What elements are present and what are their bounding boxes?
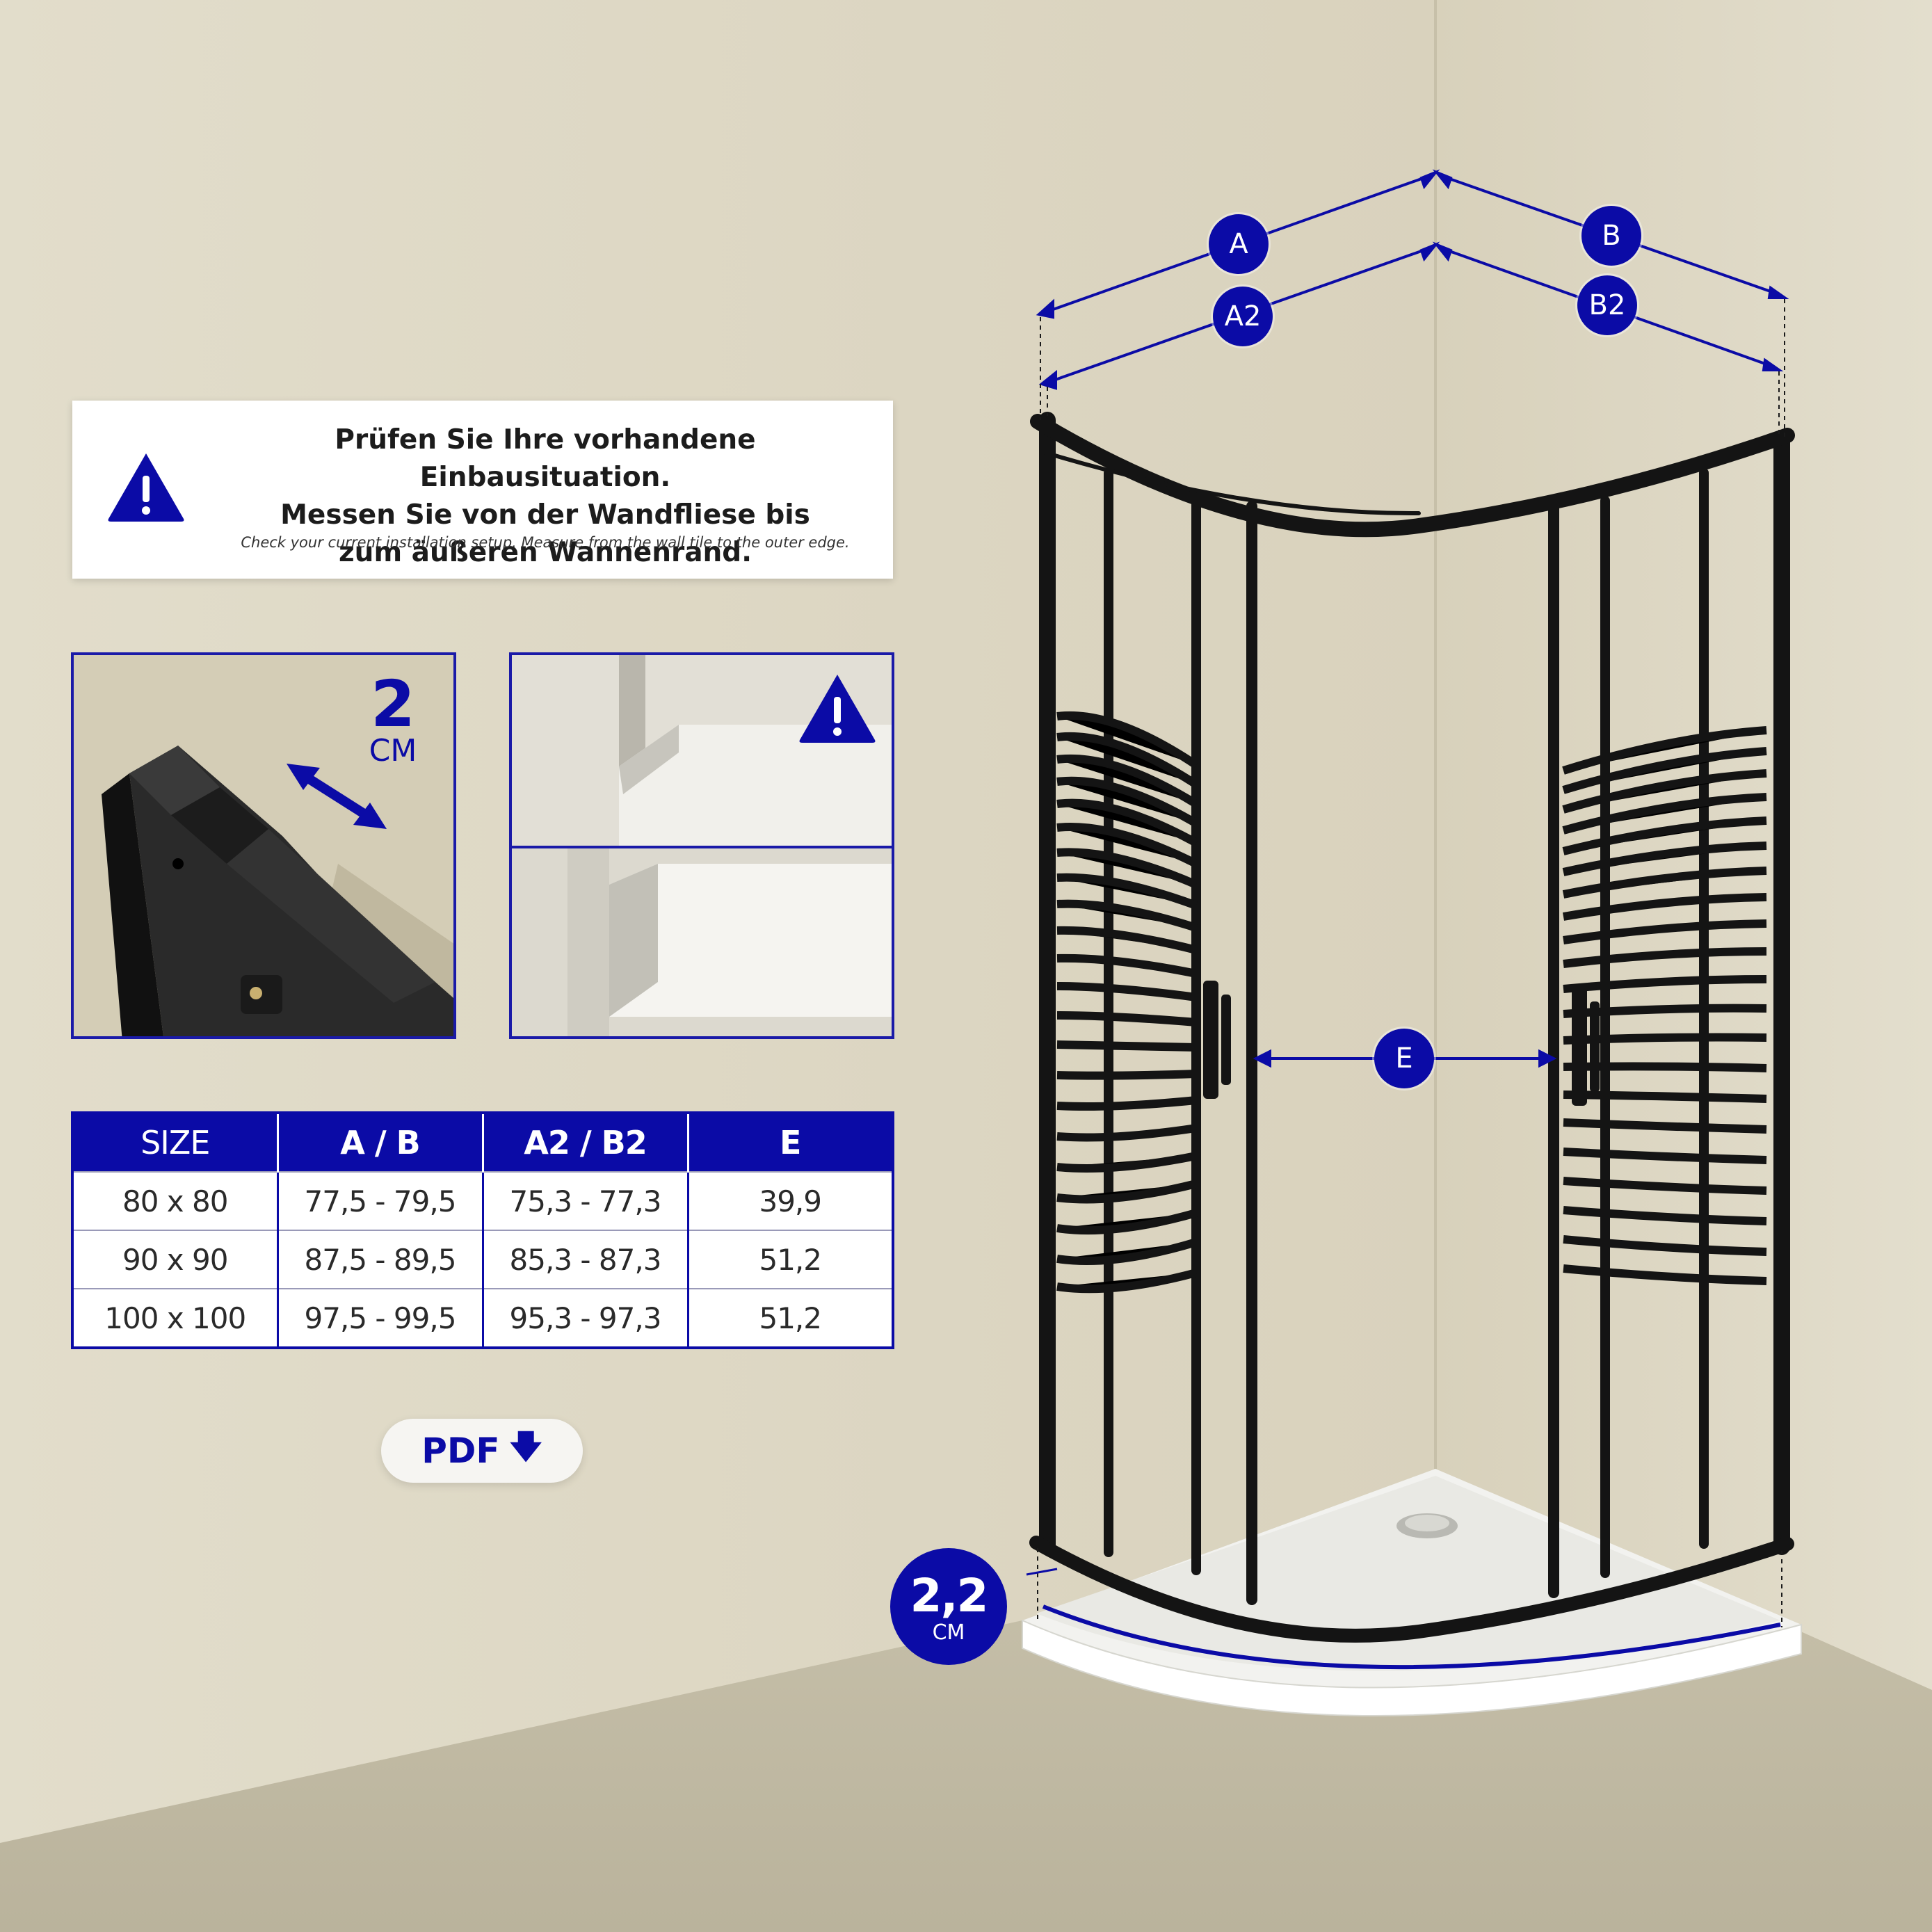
cell-a2-b2: 95,3 - 97,3 bbox=[483, 1288, 689, 1348]
warning-triangle-icon bbox=[799, 675, 876, 743]
cell-size: 100 x 100 bbox=[72, 1288, 279, 1348]
tile-edge-illustration bbox=[512, 655, 892, 1036]
tray-gap-marker bbox=[1026, 1568, 1058, 1576]
dimension-label-b2: B2 bbox=[1577, 275, 1637, 335]
glass-stripes-right bbox=[1562, 726, 1767, 1285]
download-arrow-icon: 🡇 bbox=[509, 1428, 542, 1465]
cell-e: 51,2 bbox=[688, 1230, 893, 1289]
notice-line-3: zum äußeren Wannenrand. bbox=[338, 537, 752, 568]
size-table: SIZE A / B A2 / B2 E 80 x 80 77,5 - 79,5… bbox=[71, 1111, 894, 1349]
tile-edge-photo bbox=[509, 652, 894, 1039]
glass-stripes-left bbox=[1056, 711, 1199, 1294]
profile-detail-photo bbox=[71, 652, 456, 1039]
warning-triangle-icon bbox=[108, 453, 184, 522]
double-arrow-icon bbox=[287, 764, 387, 829]
cell-a-b: 97,5 - 99,5 bbox=[277, 1288, 484, 1348]
cell-e: 51,2 bbox=[688, 1288, 893, 1348]
dimension-label-b: B bbox=[1581, 206, 1641, 266]
notice-line-2: Messen Sie von der Wandfliese bis bbox=[280, 499, 810, 531]
tray-gap-badge: 2,2 CM bbox=[890, 1548, 1007, 1665]
tray-edge-highlight bbox=[1042, 1604, 1781, 1670]
tray-gap-value: 2,2 bbox=[910, 1569, 989, 1623]
table-row: 80 x 80 77,5 - 79,5 75,3 - 77,3 39,9 bbox=[72, 1171, 893, 1230]
cell-size: 80 x 80 bbox=[72, 1171, 279, 1230]
profile-width-label: 2 CM bbox=[348, 673, 438, 766]
door-handles bbox=[1203, 981, 1600, 1106]
table-row: 100 x 100 97,5 - 99,5 95,3 - 97,3 51,2 bbox=[72, 1288, 893, 1348]
notice-line-1: Prüfen Sie Ihre vorhandene Einbausituati… bbox=[335, 424, 756, 493]
col-size: SIZE bbox=[72, 1113, 279, 1172]
notice-subtitle: Check your current installation setup. M… bbox=[241, 534, 850, 551]
dimension-label-a2: A2 bbox=[1213, 287, 1273, 346]
dimension-lines bbox=[1036, 169, 1789, 1068]
cell-a2-b2: 75,3 - 77,3 bbox=[483, 1171, 689, 1230]
cell-size: 90 x 90 bbox=[72, 1230, 279, 1289]
notice-text: Prüfen Sie Ihre vorhandene Einbausituati… bbox=[211, 421, 879, 572]
tray-gap-unit: CM bbox=[932, 1620, 965, 1645]
wall-profile-illustration bbox=[74, 655, 453, 1036]
pdf-download-button[interactable]: PDF 🡇 bbox=[381, 1419, 583, 1483]
cell-a-b: 77,5 - 79,5 bbox=[277, 1171, 484, 1230]
installation-notice: Prüfen Sie Ihre vorhandene Einbausituati… bbox=[72, 401, 893, 579]
cell-a-b: 87,5 - 89,5 bbox=[277, 1230, 484, 1289]
profile-width-value: 2 bbox=[370, 667, 415, 741]
dimension-guides bbox=[1037, 299, 1785, 1627]
cell-e: 39,9 bbox=[688, 1171, 893, 1230]
col-a-b: A / B bbox=[277, 1113, 484, 1172]
col-a2-b2: A2 / B2 bbox=[483, 1113, 689, 1172]
profile-width-unit: CM bbox=[369, 733, 417, 768]
dimension-label-e: E bbox=[1374, 1029, 1434, 1088]
size-table-header: SIZE A / B A2 / B2 E bbox=[72, 1113, 893, 1172]
table-row: 90 x 90 87,5 - 89,5 85,3 - 87,3 51,2 bbox=[72, 1230, 893, 1289]
col-e: E bbox=[688, 1113, 893, 1172]
dimension-label-a: A bbox=[1209, 214, 1269, 274]
pdf-button-label: PDF bbox=[421, 1431, 500, 1471]
cell-a2-b2: 85,3 - 87,3 bbox=[483, 1230, 689, 1289]
